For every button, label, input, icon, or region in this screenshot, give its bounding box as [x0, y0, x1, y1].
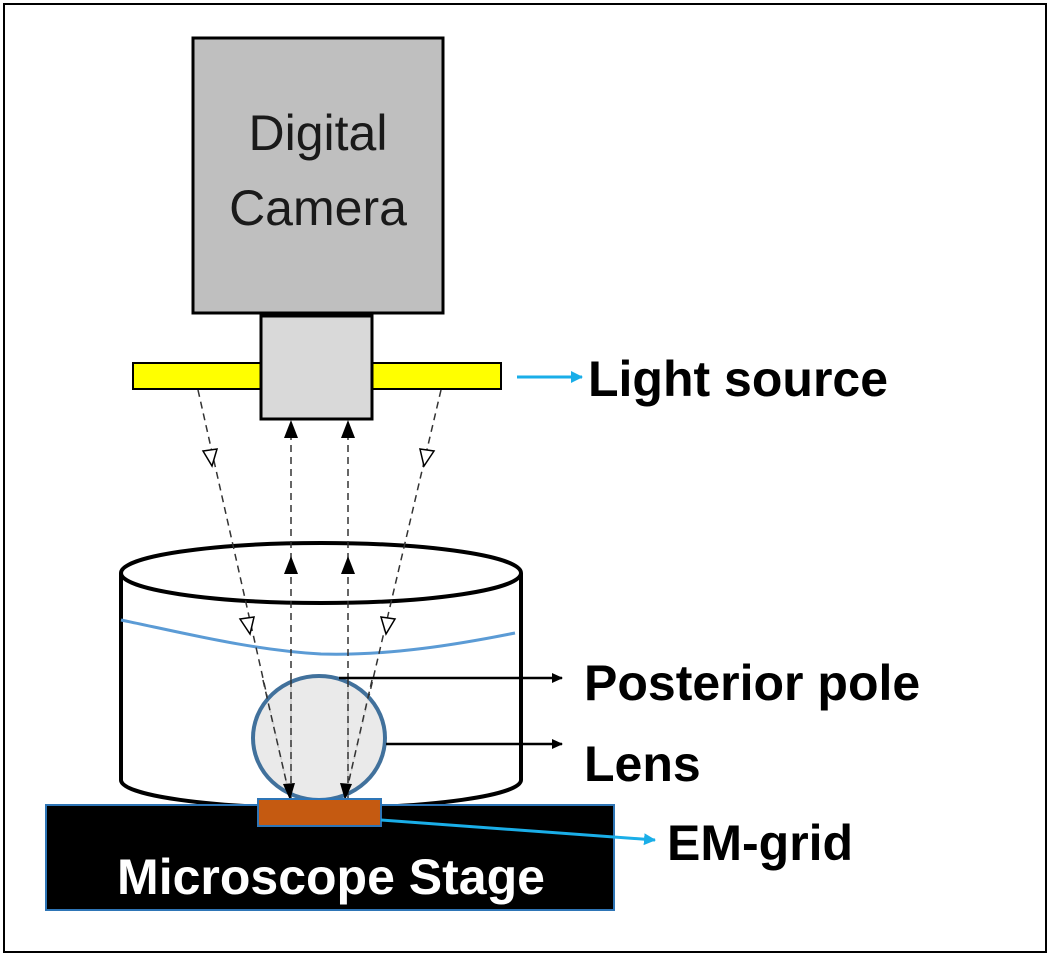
camera-label-line1: Digital	[249, 105, 388, 161]
reflected-ray-arrowheads	[284, 420, 355, 574]
camera-objective	[259, 314, 374, 421]
em-grid-label: EM-grid	[667, 815, 853, 871]
em-grid	[257, 798, 382, 827]
filled-arrowhead-icon	[283, 783, 295, 800]
open-arrowhead-icon	[201, 448, 219, 468]
incident-ray-arrowheads	[201, 448, 436, 636]
light-source-label: Light source	[588, 351, 888, 407]
filled-arrowhead-icon	[284, 420, 298, 438]
filled-arrowhead-icon	[340, 783, 352, 800]
lens-label: Lens	[584, 736, 701, 792]
posterior-pole-label: Posterior pole	[584, 655, 920, 711]
open-arrowhead-icon	[419, 448, 436, 468]
open-arrowhead-icon	[379, 616, 397, 636]
medium-surface-line	[120, 618, 516, 656]
rays-through-lens	[262, 679, 373, 800]
filled-arrowhead-icon	[341, 556, 355, 574]
open-arrowhead-icon	[238, 616, 255, 636]
camera-body	[191, 36, 445, 315]
camera-label-line2: Camera	[229, 180, 407, 236]
eye-lens	[251, 674, 387, 802]
culture-dish-rim	[119, 541, 523, 605]
lens-arrowheads	[283, 783, 352, 800]
filled-arrowhead-icon	[341, 420, 355, 438]
filled-arrowhead-icon	[284, 556, 298, 574]
microscope-stage-label: Microscope Stage	[117, 849, 545, 905]
em-grid-pointer-arrow	[380, 818, 656, 846]
